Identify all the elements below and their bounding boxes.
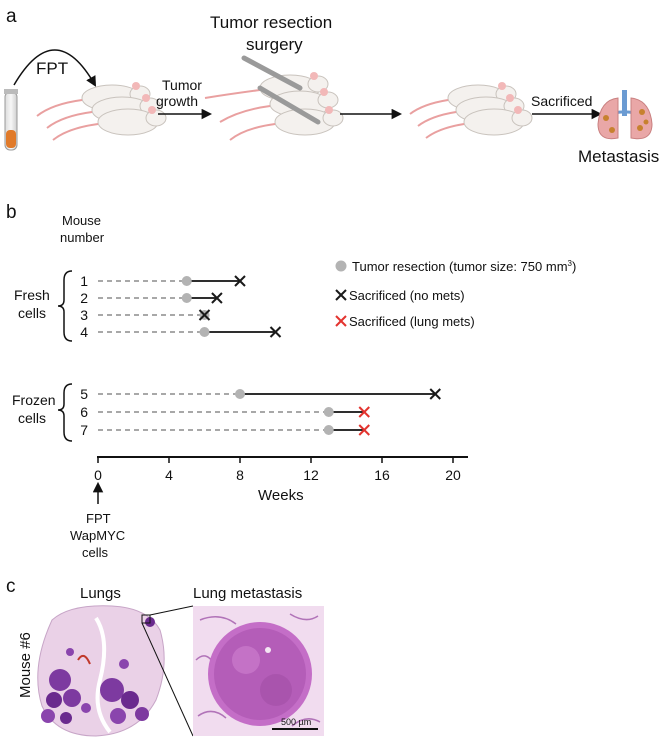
group-frozen-line1: Frozen	[12, 392, 56, 408]
x-tick-label: 16	[374, 467, 390, 483]
mouse-row: 1	[80, 273, 246, 289]
panel-b-label: b	[6, 202, 17, 223]
group-fresh-line2: cells	[18, 305, 46, 321]
mouse-number-label: 4	[80, 324, 88, 340]
metastasis-label: Metastasis	[578, 147, 659, 166]
legend: Tumor resection (tumor size: 750 mm3) Sa…	[335, 259, 576, 329]
legend-no-mets-label: Sacrificed (no mets)	[349, 288, 465, 303]
mouse-row: 2	[80, 290, 223, 306]
panel-a-label: a	[6, 6, 17, 27]
sacrificed-label: Sacrificed	[531, 93, 592, 109]
x-tick-label: 20	[445, 467, 461, 483]
fpt-annotation-line2: WapMYC	[70, 528, 125, 543]
mouse-header-line2: number	[60, 230, 105, 245]
fpt-arrow	[13, 49, 97, 87]
sacrifice-marker	[198, 309, 211, 321]
resection-marker	[235, 389, 245, 399]
resection-marker	[199, 327, 210, 337]
zoom-line-bottom	[141, 622, 194, 737]
legend-lung-mets-label: Sacrificed (lung mets)	[349, 314, 475, 329]
lungs-icon	[597, 90, 653, 140]
mouse-row-label: Mouse #6	[17, 632, 34, 698]
group-frozen-line2: cells	[18, 410, 46, 426]
legend-resection-marker	[335, 260, 347, 272]
mouse-row: 5	[80, 386, 441, 402]
mice-group-1-icon	[36, 82, 167, 141]
sacrifice-marker	[234, 275, 246, 287]
x-ticks: 0 4 8 12 16 20	[94, 457, 461, 483]
panel-a: a FPT	[4, 6, 659, 166]
sacrifice-marker	[358, 424, 370, 436]
fpt-annotation-line1: FPT	[86, 511, 111, 526]
mouse-number-label: 3	[80, 307, 88, 323]
mouse-row: 6	[80, 404, 370, 420]
test-tube-icon	[4, 89, 18, 151]
mouse-number-label: 5	[80, 386, 88, 402]
zoom-line-top	[149, 605, 194, 616]
mouse-number-label: 1	[80, 273, 88, 289]
lung-histology-image	[37, 605, 165, 737]
surgery-label-line1: Tumor resection	[210, 13, 332, 32]
sacrifice-marker	[358, 406, 370, 418]
metastasis-histology-image	[193, 606, 324, 736]
sacrifice-marker	[429, 388, 441, 400]
lungs-title: Lungs	[80, 585, 121, 602]
growth-label-line2: growth	[156, 93, 198, 109]
legend-lung-mets-marker	[335, 315, 347, 327]
x-tick-label: 0	[94, 467, 102, 483]
surgery-label-line2: surgery	[246, 35, 303, 54]
mouse-number-label: 6	[80, 404, 88, 420]
mouse-row: 4	[80, 324, 282, 340]
panel-b: b Mouse number Fresh cells Frozen cells …	[6, 202, 576, 560]
growth-label-line1: Tumor	[162, 77, 202, 93]
resection-marker	[323, 407, 334, 417]
fpt-annotation-line3: cells	[82, 545, 109, 560]
resection-marker	[181, 293, 192, 303]
group-fresh-bracket	[57, 270, 73, 342]
resection-marker	[323, 425, 334, 435]
group-fresh-line1: Fresh	[14, 287, 50, 303]
legend-no-mets-marker	[335, 289, 347, 301]
mouse-header-line1: Mouse	[62, 213, 101, 228]
scale-bar-label: 500 µm	[281, 717, 311, 727]
group-frozen-bracket	[57, 383, 73, 442]
x-axis-label: Weeks	[258, 487, 304, 504]
panel-c: c Lungs Lung metastasis Mouse #6	[6, 576, 324, 737]
sacrifice-marker	[269, 326, 282, 338]
legend-resection-label: Tumor resection (tumor size: 750 mm3)	[352, 259, 576, 274]
sacrifice-marker	[211, 292, 223, 304]
resection-marker	[181, 276, 192, 286]
x-tick-label: 8	[236, 467, 244, 483]
zoom-box	[141, 614, 151, 624]
x-tick-label: 4	[165, 467, 173, 483]
x-tick-label: 12	[303, 467, 319, 483]
mouse-row: 7	[80, 422, 370, 438]
fpt-label: FPT	[36, 59, 68, 78]
mouse-number-label: 2	[80, 290, 88, 306]
panel-c-label: c	[6, 576, 16, 597]
metastasis-title: Lung metastasis	[193, 585, 302, 602]
mouse-number-label: 7	[80, 422, 88, 438]
mouse-row: 3	[80, 307, 211, 323]
mice-group-2-icon	[204, 55, 344, 141]
mice-group-3-icon	[409, 82, 533, 139]
